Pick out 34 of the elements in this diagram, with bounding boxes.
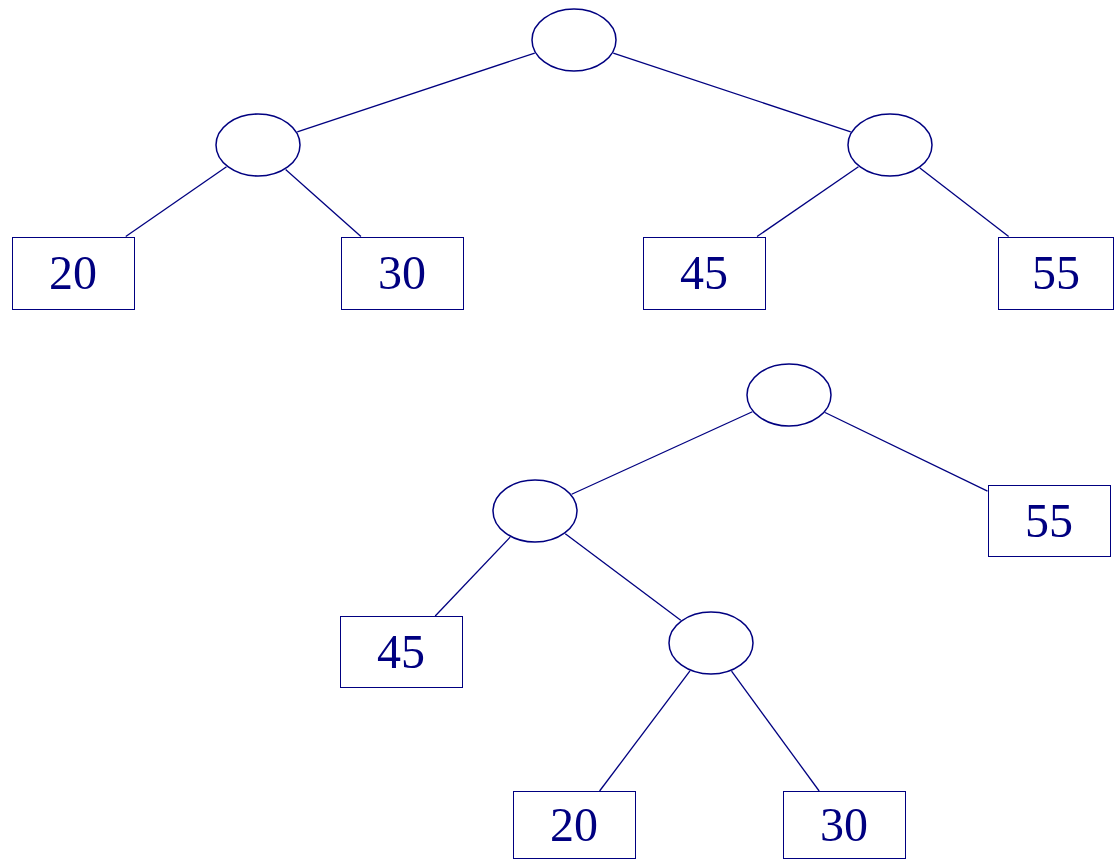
tree-edge-line bbox=[125, 166, 228, 238]
tree-node-circle bbox=[492, 479, 578, 543]
tree-edge-line bbox=[571, 411, 753, 495]
leaf-box bbox=[642, 236, 766, 310]
tree-node-circle bbox=[668, 611, 754, 675]
leaf-value: 30 bbox=[378, 249, 426, 297]
leaf-value: 55 bbox=[1032, 249, 1080, 297]
tree-edge-line bbox=[564, 533, 682, 621]
tree-edge-line bbox=[824, 411, 989, 492]
leaf-value: 45 bbox=[377, 628, 425, 676]
tree-edge-line bbox=[612, 52, 852, 133]
tree-edge-line bbox=[598, 670, 691, 792]
leaf-value: 45 bbox=[680, 249, 728, 297]
leaf-box bbox=[512, 791, 636, 859]
leaf-box bbox=[339, 616, 463, 688]
leaf-box bbox=[998, 236, 1114, 310]
tree-edge-line bbox=[756, 166, 860, 238]
tree-edge-line bbox=[296, 52, 536, 133]
leaf-value: 55 bbox=[1025, 497, 1073, 545]
tree-node-circle bbox=[746, 363, 832, 427]
leaf-value: 20 bbox=[550, 801, 598, 849]
tree-edge-line bbox=[284, 168, 362, 238]
tree-edge-line bbox=[919, 167, 1010, 238]
leaf-box bbox=[987, 485, 1111, 557]
leaf-value: 20 bbox=[49, 249, 97, 297]
tree-edge-line bbox=[434, 536, 511, 617]
leaf-box bbox=[782, 791, 906, 859]
tree-node-circle bbox=[215, 113, 301, 177]
tree-node-circle bbox=[531, 8, 617, 72]
tree-edge-line bbox=[730, 670, 820, 792]
tree-node-circle bbox=[847, 113, 933, 177]
leaf-value: 30 bbox=[820, 801, 868, 849]
leaf-box bbox=[11, 236, 135, 310]
leaf-box bbox=[340, 236, 464, 310]
